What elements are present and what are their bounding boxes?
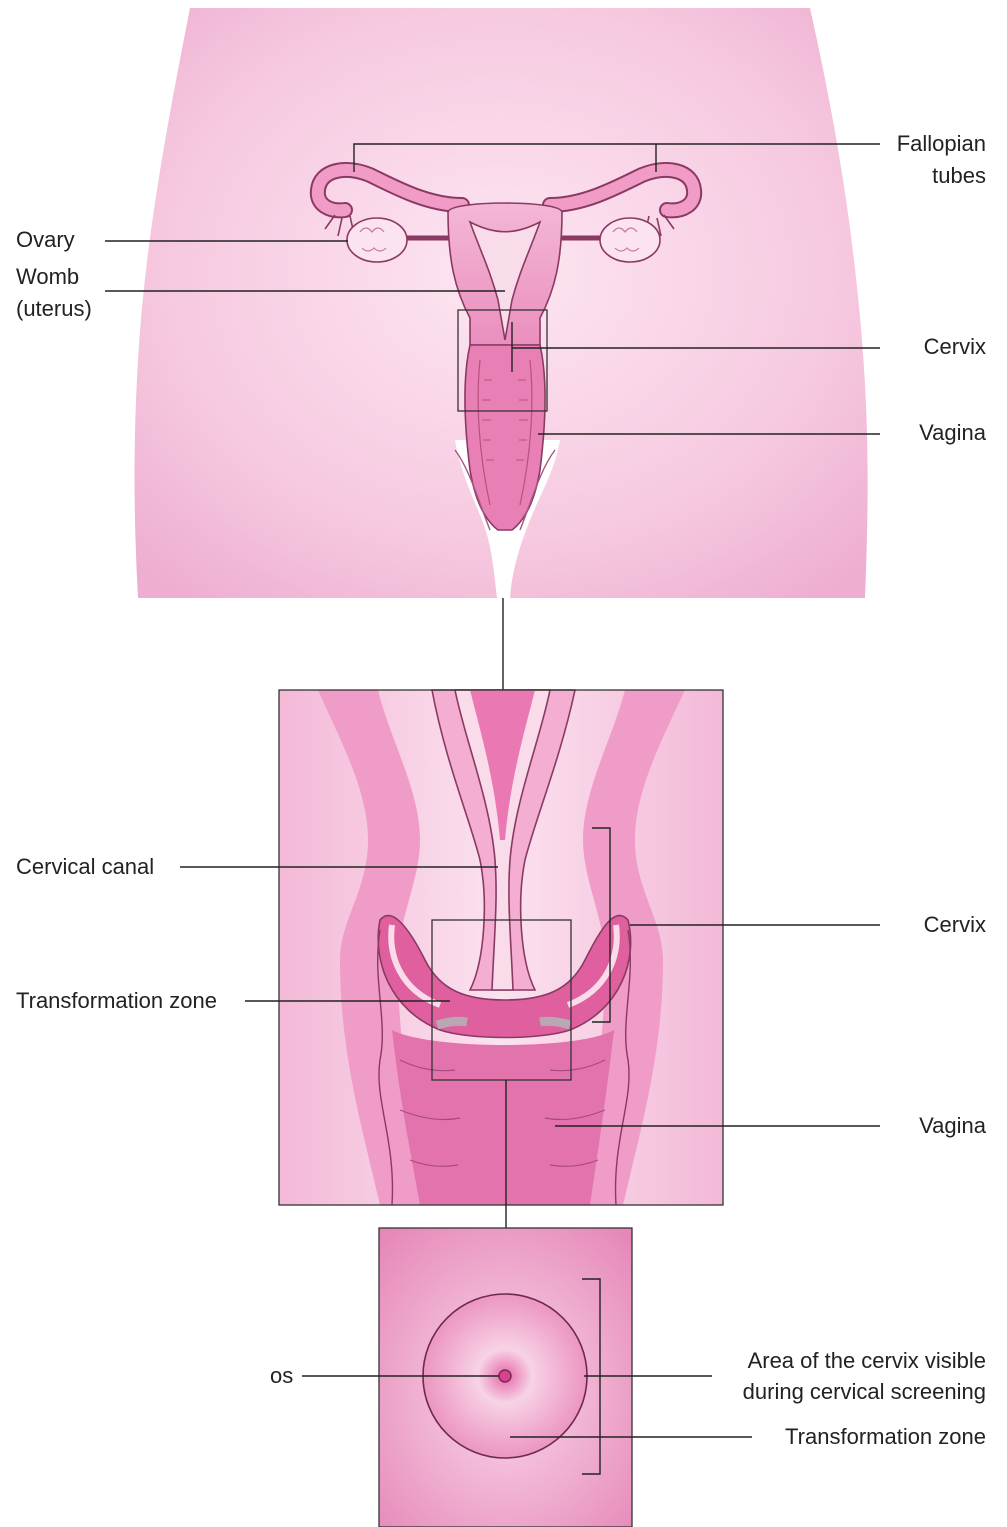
- ovary-left: [347, 218, 407, 262]
- cervix-detail-panel: [279, 690, 723, 1205]
- screening-area-label-line1: Area of the cervix visible: [748, 1348, 986, 1373]
- os-opening: [499, 1370, 511, 1382]
- transformation-zone-label-mid: Transformation zone: [16, 988, 217, 1013]
- vagina-label-top: Vagina: [919, 420, 987, 445]
- cervix-label-top: Cervix: [924, 334, 986, 359]
- cervix-label-mid: Cervix: [924, 912, 986, 937]
- ovary-label: Ovary: [16, 227, 75, 252]
- cervical-canal-label: Cervical canal: [16, 854, 154, 879]
- os-label: os: [270, 1363, 293, 1388]
- os-detail-panel: [379, 1228, 632, 1527]
- womb-label-line2: (uterus): [16, 296, 92, 321]
- vagina-label-mid: Vagina: [919, 1113, 987, 1138]
- ovary-right: [600, 218, 660, 262]
- transformation-zone-label-bottom: Transformation zone: [785, 1424, 986, 1449]
- fallopian-tubes-label-line2: tubes: [932, 163, 986, 188]
- womb-label-line1: Womb: [16, 264, 79, 289]
- screening-area-label-line2: during cervical screening: [743, 1379, 986, 1404]
- fallopian-tubes-label-line1: Fallopian: [897, 131, 986, 156]
